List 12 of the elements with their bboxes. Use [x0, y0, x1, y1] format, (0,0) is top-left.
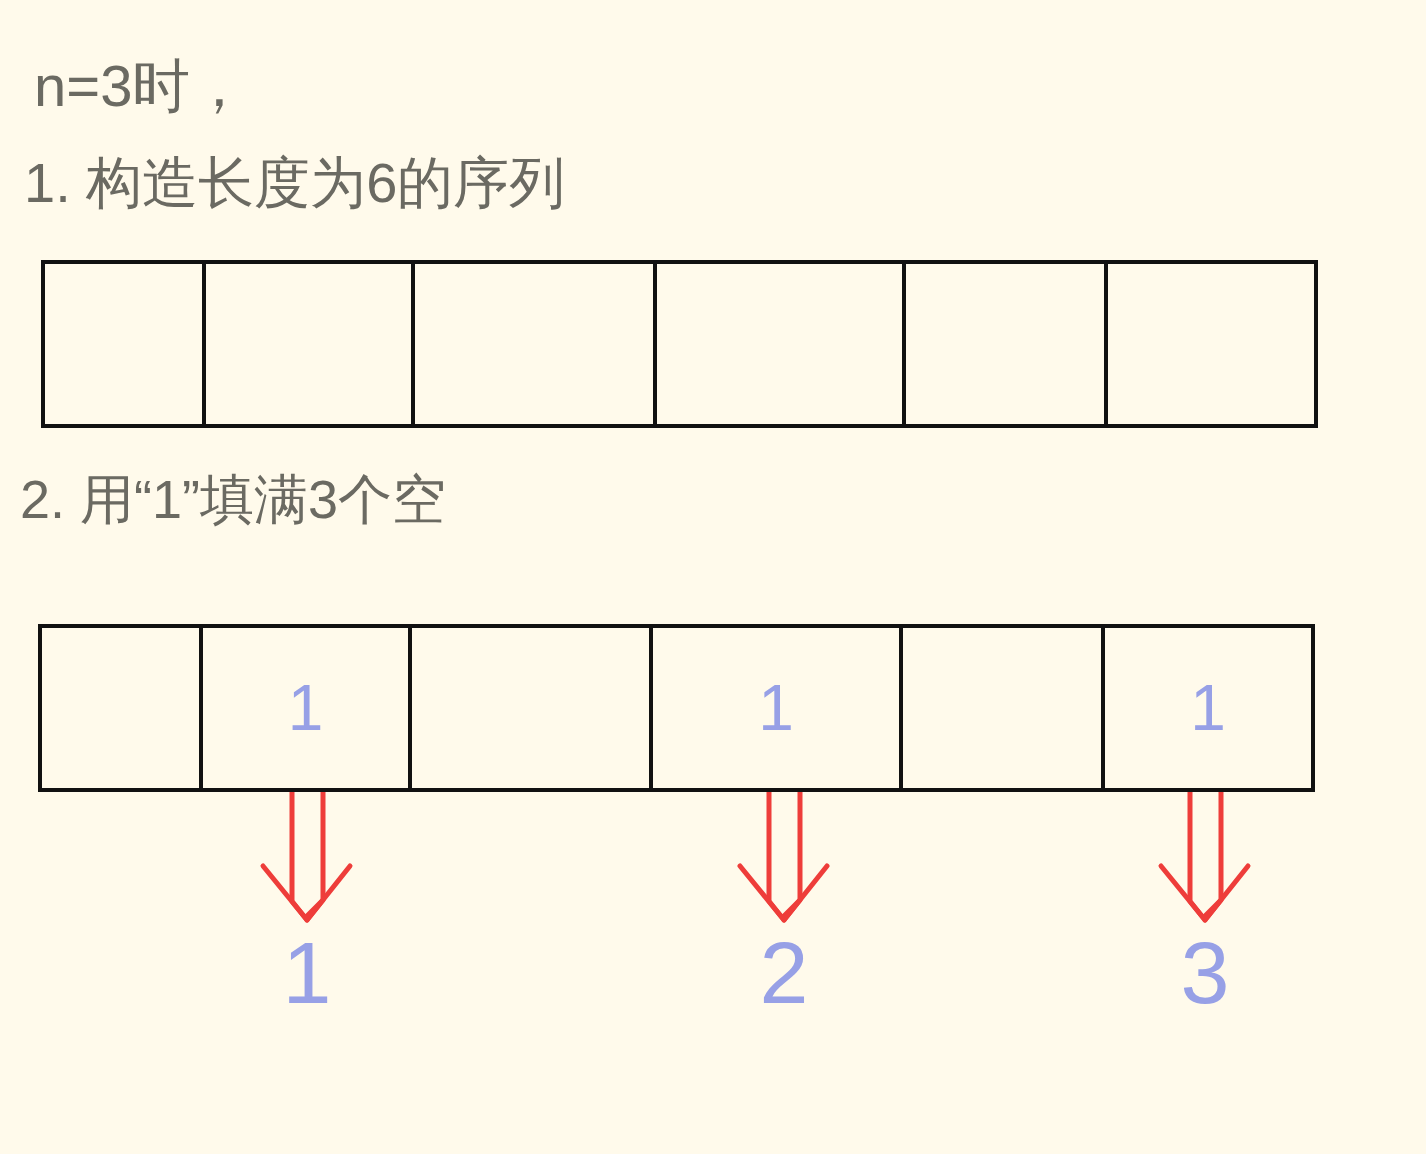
digit-text: 1: [286, 676, 325, 740]
result-number: 1: [262, 920, 352, 1026]
double-arrow: [260, 789, 353, 923]
step-text: 2. 用“1”填满3个空: [20, 470, 447, 530]
double-arrow: [737, 789, 830, 923]
double-arrow: [1158, 789, 1251, 923]
step-text: 1. 构造长度为6的序列: [24, 152, 566, 214]
digit-text: 1: [1189, 676, 1227, 740]
heading: n=3时，: [34, 54, 249, 118]
digit-text: 1: [757, 676, 795, 740]
result-number: 2: [739, 920, 829, 1026]
result-number: 3: [1160, 920, 1250, 1026]
